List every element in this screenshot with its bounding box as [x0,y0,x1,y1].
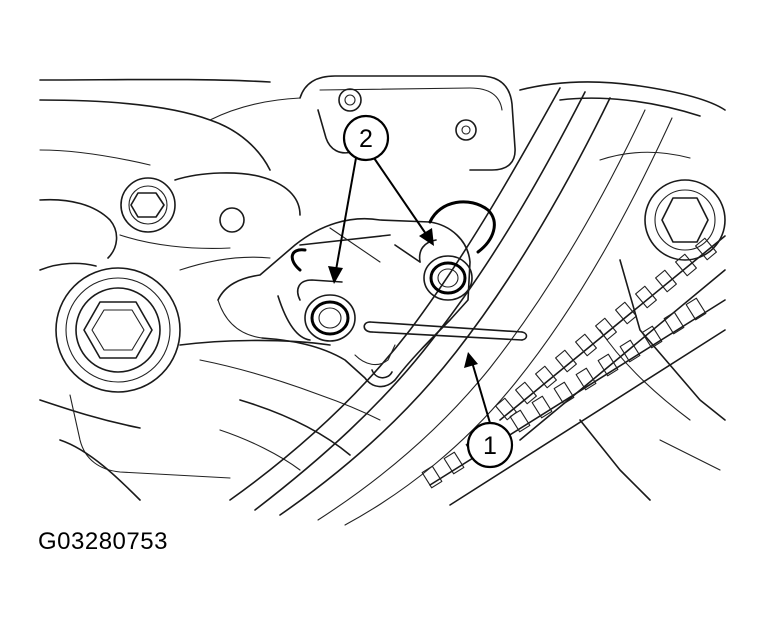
callout-2: 2 [342,114,390,162]
spring-coil-left [277,248,356,342]
retaining-pin [363,321,528,341]
tensioner-bracket [217,217,471,388]
spring-coil-right [418,200,496,301]
timing-chain [421,235,726,506]
callout-leader-2 [328,157,434,284]
callout-1-number: 1 [483,432,497,460]
callout-2-number: 2 [359,125,373,153]
timing-chain-guide [229,87,673,526]
callout-1: 1 [466,421,514,469]
figure-id-label: G03280753 [38,528,168,555]
engine-block-outline [39,75,726,501]
callout-leader-1 [464,352,491,424]
